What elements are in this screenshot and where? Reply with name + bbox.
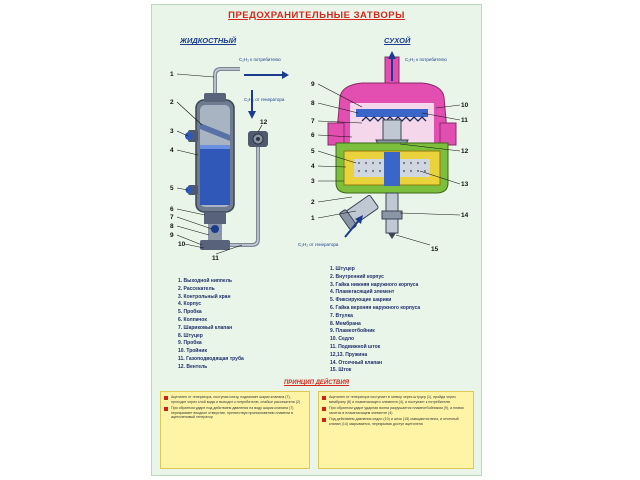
dry-legend-item: 8. Мембрана bbox=[330, 320, 361, 327]
liquid-to-consumer-label: C₂H₂ к потребителю bbox=[239, 57, 281, 62]
liquid-callout-4: 4 bbox=[170, 147, 174, 154]
liquid-legend-item: 11. Газоподводящая труба bbox=[178, 355, 244, 362]
poster: ПРЕДОХРАНИТЕЛЬНЫЕ ЗАТВОРЫ ЖИДКОСТНЫЙ СУХ… bbox=[151, 4, 482, 476]
bullet-icon bbox=[164, 406, 168, 411]
liquid-callout-2: 2 bbox=[170, 99, 174, 106]
dry-to-consumer-label: C₂H₂ к потребителю bbox=[405, 57, 447, 62]
dry-legend-item: 12,13. Пружина bbox=[330, 351, 368, 358]
liquid-legend-item: 8. Штуцер bbox=[178, 332, 203, 339]
dry-callout-3: 3 bbox=[311, 178, 315, 185]
liquid-legend-item: 1. Выходной ниппель bbox=[178, 278, 232, 284]
liquid-callout-11: 11 bbox=[212, 255, 219, 262]
dry-legend-item: 10. Седло bbox=[330, 336, 355, 343]
liquid-callout-5: 5 bbox=[170, 185, 174, 192]
liquid-callout-6: 6 bbox=[170, 206, 174, 213]
dry-callout-6: 6 bbox=[311, 132, 315, 139]
bullet-icon bbox=[322, 395, 326, 400]
dry-legend-item: 6. Гайка верхняя наружного корпуса bbox=[330, 304, 421, 311]
dry-legend-item: 14. Отсечный клапан bbox=[330, 359, 383, 366]
dry-legend-item: 7. Втулка bbox=[330, 312, 353, 319]
principle-item: При обратном ударе ударная волна разруша… bbox=[322, 406, 470, 415]
dry-legend-item: 1. Штуцер bbox=[330, 266, 355, 272]
liquid-legend-item: 12. Вентель bbox=[178, 363, 208, 370]
dry-legend-item: 3. Гайка нижняя наружного корпуса bbox=[330, 281, 419, 288]
liquid-legend-item: 6. Колпачок bbox=[178, 316, 207, 323]
principle-left-box: Ацетилен от генератора, поступая снизу, … bbox=[160, 391, 310, 469]
dry-callout-13: 13 bbox=[461, 181, 469, 188]
dry-callout-10: 10 bbox=[461, 102, 469, 109]
liquid-callout-12: 12 bbox=[260, 119, 268, 126]
dry-callout-1: 1 bbox=[311, 215, 315, 222]
dry-legend-item: 11. Подвижной шток bbox=[330, 343, 381, 350]
liquid-legend-item: 2. Рассекатель bbox=[178, 285, 215, 292]
principle-item: Ацетилен от генератора поступает в затво… bbox=[322, 395, 470, 404]
dry-seal-drawing: 9 8 7 6 5 4 3 2 1 10 11 12 13 14 15 bbox=[311, 51, 469, 253]
dry-callout-14: 14 bbox=[461, 212, 469, 219]
poster-title: ПРЕДОХРАНИТЕЛЬНЫЕ ЗАТВОРЫ bbox=[228, 10, 405, 21]
dry-legend-item: 5. Фиксирующие шарики bbox=[330, 297, 392, 304]
dry-callout-4: 4 bbox=[311, 163, 315, 170]
liquid-callout-3: 3 bbox=[170, 128, 174, 135]
liquid-legend-item: 10. Тройник bbox=[178, 348, 207, 355]
liquid-from-generator-label: C₂H₂ от генератора bbox=[244, 97, 285, 102]
dry-heading: СУХОЙ bbox=[384, 36, 411, 45]
dry-callout-7: 7 bbox=[311, 118, 315, 125]
principle-text: Под действием давления седло (10) и шток… bbox=[329, 417, 459, 426]
principle-text: При обратном ударе под действием давлени… bbox=[171, 406, 294, 420]
dry-legend-item: 15. Шток bbox=[330, 367, 352, 374]
liquid-legend-item: 9. Пробка bbox=[178, 340, 202, 347]
dry-from-generator-label: C₂H₂ от генератора bbox=[298, 242, 339, 247]
liquid-legend-item: 5. Пробка bbox=[178, 309, 202, 316]
liquid-callout-7: 7 bbox=[170, 214, 174, 221]
dry-legend-item: 9. Пламеотбойник bbox=[330, 328, 375, 335]
dry-legend-item: 2. Внутренний корпус bbox=[330, 273, 384, 280]
principle-heading: ПРИНЦИП ДЕЙСТВИЯ bbox=[283, 380, 350, 386]
principle-item: При обратном ударе под действием давлени… bbox=[164, 406, 306, 420]
dry-callout-9: 9 bbox=[311, 81, 315, 88]
liquid-callout-9: 9 bbox=[170, 232, 174, 239]
dry-callout-2: 2 bbox=[311, 199, 315, 206]
dry-callout-8: 8 bbox=[311, 100, 315, 107]
liquid-legend-item: 7. Шариковый клапан bbox=[178, 324, 233, 331]
bullet-icon bbox=[164, 395, 168, 400]
principle-item: Ацетилен от генератора, поступая снизу, … bbox=[164, 395, 306, 404]
principle-text: Ацетилен от генератора поступает в затво… bbox=[329, 395, 456, 404]
principle-item: Под действием давления седло (10) и шток… bbox=[322, 417, 470, 426]
dry-legend-item: 4. Пламегасящий элемент bbox=[330, 289, 395, 296]
dry-callout-11: 11 bbox=[461, 117, 468, 124]
liquid-callout-8: 8 bbox=[170, 223, 174, 230]
principle-right-box: Ацетилен от генератора поступает в затво… bbox=[318, 391, 474, 469]
liquid-heading: ЖИДКОСТНЫЙ bbox=[180, 36, 237, 45]
liquid-callout-1: 1 bbox=[170, 71, 174, 78]
liquid-legend-item: 3. Контрольный кран bbox=[178, 293, 231, 300]
dry-callout-15: 15 bbox=[431, 246, 439, 253]
dry-callout-5: 5 bbox=[311, 148, 315, 155]
principle-text: При обратном ударе ударная волна разруша… bbox=[329, 406, 464, 415]
bullet-icon bbox=[322, 406, 326, 411]
bullet-icon bbox=[322, 417, 326, 422]
diagram-canvas: 1 2 3 4 5 6 7 8 9 10 11 12 bbox=[170, 51, 469, 262]
liquid-legend-item: 4. Корпус bbox=[178, 301, 202, 308]
liquid-seal-drawing: 1 2 3 4 5 6 7 8 9 10 11 12 bbox=[170, 67, 289, 262]
principle-text: Ацетилен от генератора, поступая снизу, … bbox=[171, 395, 301, 404]
dry-callout-12: 12 bbox=[461, 148, 469, 155]
liquid-callout-10: 10 bbox=[178, 241, 186, 248]
